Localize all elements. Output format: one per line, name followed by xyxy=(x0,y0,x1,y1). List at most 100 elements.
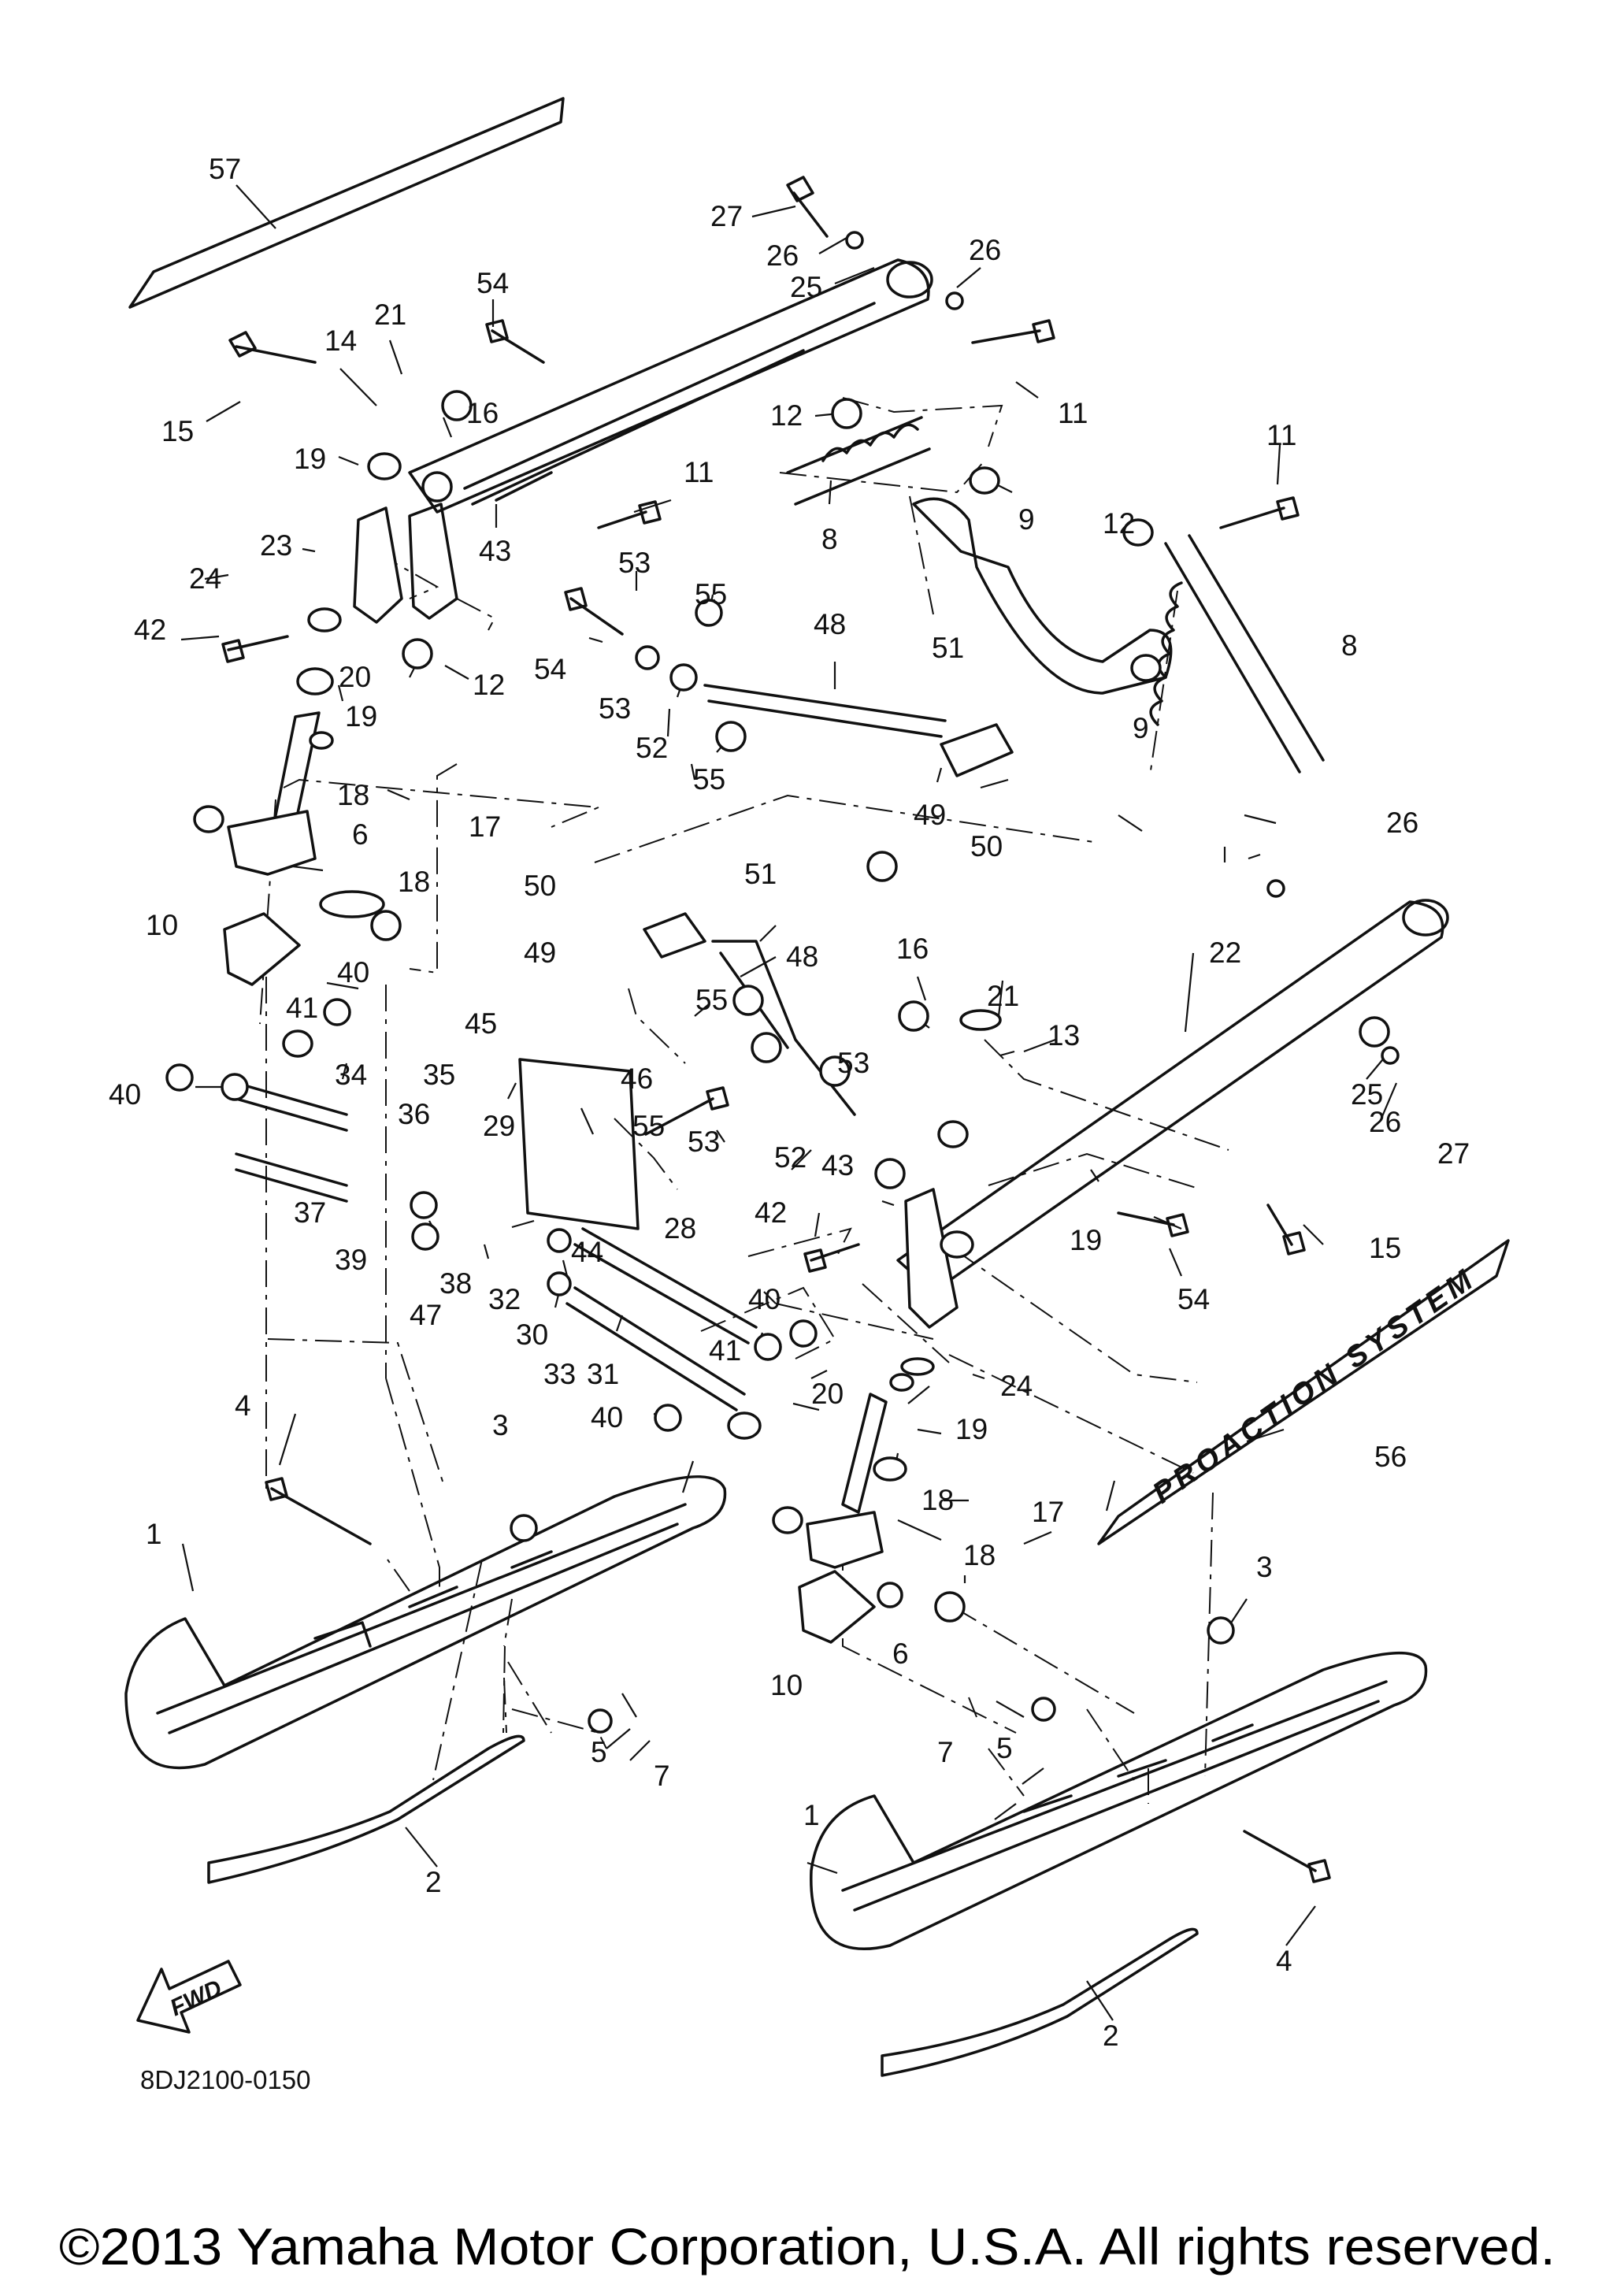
callout-16: 16 xyxy=(466,397,499,429)
callout-3b: 3 xyxy=(1256,1551,1273,1583)
callout-10: 10 xyxy=(146,909,178,941)
shock-bracket xyxy=(912,497,1173,695)
callout-11c: 11 xyxy=(684,456,714,488)
callout-50b: 50 xyxy=(524,870,556,902)
callout-25b: 25 xyxy=(1351,1078,1383,1111)
callout-21: 21 xyxy=(374,299,406,331)
lower-arm-eye xyxy=(1402,899,1449,937)
bumper-10-left xyxy=(223,912,301,986)
assembly-guide-lines xyxy=(259,397,1229,1804)
copyright-notice: ©2013 Yamaha Motor Corporation, U.S.A. A… xyxy=(59,2217,1556,2276)
rod-37 xyxy=(235,1152,348,1203)
callout-55b: 55 xyxy=(693,763,725,796)
callout-24: 24 xyxy=(189,562,221,595)
parts-line-art: PROACTION SYSTEM xyxy=(124,97,1510,2077)
bolt-11c xyxy=(1219,496,1300,529)
callout-53: 53 xyxy=(618,547,651,579)
callout-40c: 40 xyxy=(748,1283,781,1315)
bolt-54a xyxy=(485,319,545,364)
callout-54b: 54 xyxy=(534,653,566,685)
callout-21b: 21 xyxy=(987,980,1019,1012)
rod-34 xyxy=(235,1081,348,1132)
callout-52: 52 xyxy=(636,732,668,764)
callout-45: 45 xyxy=(465,1007,497,1040)
bolt-4a xyxy=(265,1477,372,1545)
callout-37: 37 xyxy=(294,1196,326,1229)
bolt-42b xyxy=(803,1243,860,1273)
callout-55: 55 xyxy=(695,578,727,610)
callout-5: 5 xyxy=(591,1736,607,1768)
callout-40b: 40 xyxy=(109,1078,141,1111)
spindle-knuckle-right xyxy=(806,1511,884,1569)
callout-20: 20 xyxy=(339,661,371,693)
callout-48b: 48 xyxy=(786,940,818,973)
callout-53c: 53 xyxy=(837,1047,870,1079)
ski-left-rails xyxy=(156,1503,687,1734)
callout-25: 25 xyxy=(790,271,822,303)
callout-9b: 9 xyxy=(1133,712,1149,744)
spindle-housing-top xyxy=(353,506,403,624)
callout-17b: 17 xyxy=(1032,1496,1064,1528)
callout-42: 42 xyxy=(134,614,166,646)
callout-30: 30 xyxy=(516,1319,548,1351)
callout-26d: 26 xyxy=(1369,1106,1401,1138)
leader-lines xyxy=(180,184,1398,2021)
callout-33: 33 xyxy=(543,1358,576,1390)
callout-50: 50 xyxy=(970,830,1003,862)
callout-18b: 18 xyxy=(398,866,430,898)
callout-41: 41 xyxy=(286,992,318,1024)
callout-43b: 43 xyxy=(821,1149,854,1181)
shock-upper xyxy=(786,416,931,506)
tie-rod-upper xyxy=(703,684,947,738)
ski-right xyxy=(810,1651,1428,1950)
callout-6: 6 xyxy=(352,818,369,851)
callout-48: 48 xyxy=(814,608,846,640)
upper-arm-detail xyxy=(463,302,876,506)
callout-32: 32 xyxy=(488,1283,521,1315)
callout-11: 11 xyxy=(1058,397,1088,429)
rod-31 xyxy=(565,1286,746,1411)
callout-19c: 19 xyxy=(1070,1224,1102,1256)
callout-34: 34 xyxy=(335,1059,367,1091)
shock-spring-right xyxy=(1149,581,1183,726)
shock-spring-upper xyxy=(821,423,919,462)
callout-20b: 20 xyxy=(811,1378,844,1410)
callout-43: 43 xyxy=(479,535,511,567)
callout-54: 54 xyxy=(476,267,509,299)
callout-15: 15 xyxy=(161,415,194,447)
bolt-54c xyxy=(1117,1211,1189,1237)
bolt-11a xyxy=(971,319,1055,344)
bolt-11b xyxy=(597,500,662,529)
callout-27b: 27 xyxy=(1437,1137,1470,1170)
callout-53b: 53 xyxy=(599,692,631,725)
callout-36: 36 xyxy=(398,1098,430,1130)
bolt-15b xyxy=(1266,1204,1306,1256)
callout-56: 56 xyxy=(1374,1441,1407,1473)
callout-23: 23 xyxy=(260,529,292,562)
callout-13: 13 xyxy=(1048,1019,1080,1052)
callout-12: 12 xyxy=(770,399,803,432)
rod-28 xyxy=(573,1227,758,1345)
callout-52b: 52 xyxy=(774,1141,806,1174)
callout-4: 4 xyxy=(235,1389,251,1422)
shock-right xyxy=(1164,534,1325,773)
callout-7b: 7 xyxy=(937,1736,954,1768)
callout-14: 14 xyxy=(324,325,357,357)
spindle-housing-right xyxy=(904,1188,959,1329)
callout-51b: 51 xyxy=(744,858,777,890)
diagram-code: 8DJ2100-0150 xyxy=(140,2065,311,2094)
bolt-27 xyxy=(786,176,829,238)
wear-bar-left xyxy=(207,1734,525,1884)
fwd-label: FWD xyxy=(166,1975,226,2022)
callout-8b: 8 xyxy=(1341,629,1358,662)
callout-26: 26 xyxy=(766,239,799,272)
callout-17: 17 xyxy=(469,810,501,843)
callout-51: 51 xyxy=(932,632,964,664)
ski-right-rails xyxy=(841,1680,1388,1912)
callout-26b: 26 xyxy=(969,234,1001,266)
callout-12c: 12 xyxy=(473,669,505,701)
callout-16b: 16 xyxy=(896,933,929,965)
callout-18c: 18 xyxy=(921,1484,954,1516)
